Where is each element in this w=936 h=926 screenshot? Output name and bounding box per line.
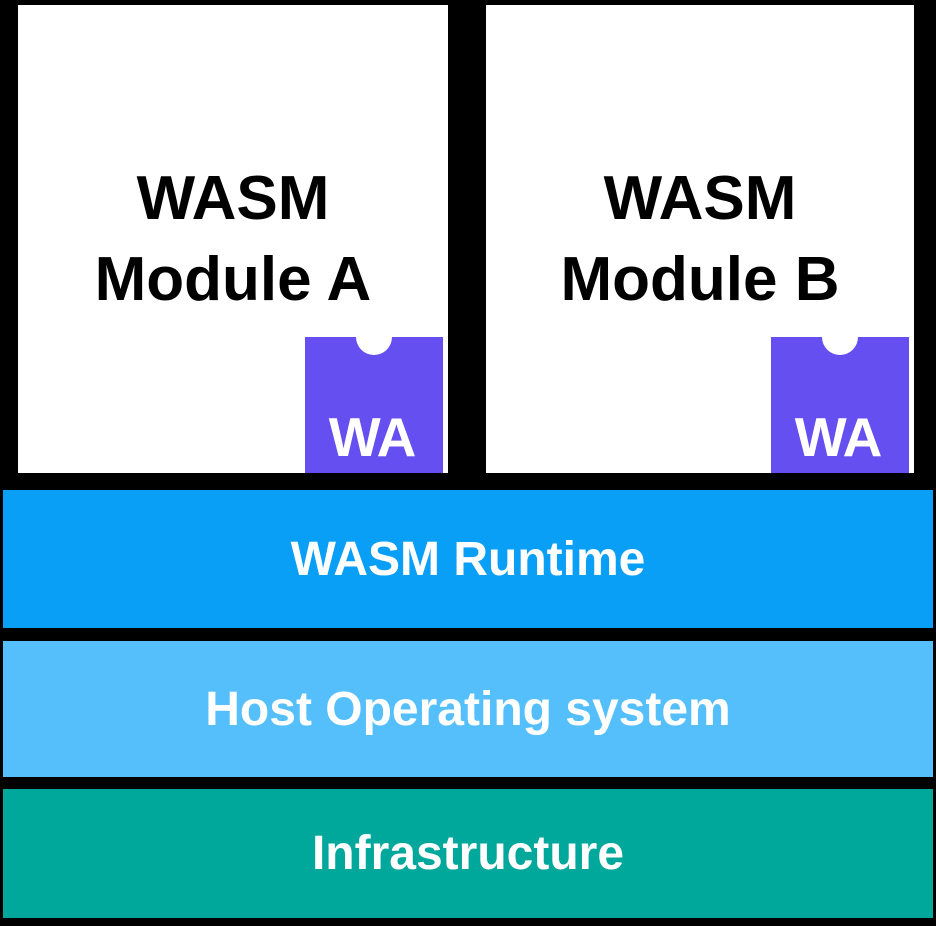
module-a-title-line2: Module A <box>94 245 372 314</box>
webassembly-logo-text: WA <box>328 406 417 468</box>
wasm-module-a-box: WASM Module A WA <box>18 5 448 473</box>
webassembly-logo-icon: WA <box>305 319 443 473</box>
layer-wasm-runtime: WASM Runtime <box>3 490 933 628</box>
wasm-module-b-box: WASM Module B WA <box>486 5 914 473</box>
wasm-module-b-label: WASM Module B <box>486 158 914 320</box>
webassembly-logo-notch <box>356 319 392 355</box>
layer-infrastructure: Infrastructure <box>3 789 933 918</box>
layer-infrastructure-label: Infrastructure <box>311 827 625 880</box>
layer-host-operating-system-label: Host Operating system <box>205 682 731 736</box>
wasm-module-a-label: WASM Module A <box>18 158 448 320</box>
module-b-title-line1: WASM <box>603 164 797 233</box>
layer-wasm-runtime-label: WASM Runtime <box>290 532 646 586</box>
module-a-title-line1: WASM <box>136 164 330 233</box>
webassembly-logo-text: WA <box>794 406 883 468</box>
module-b-title-line2: Module B <box>560 245 840 314</box>
layer-host-operating-system: Host Operating system <box>3 641 933 777</box>
webassembly-logo-icon: WA <box>771 319 909 473</box>
webassembly-logo-notch <box>822 319 858 355</box>
